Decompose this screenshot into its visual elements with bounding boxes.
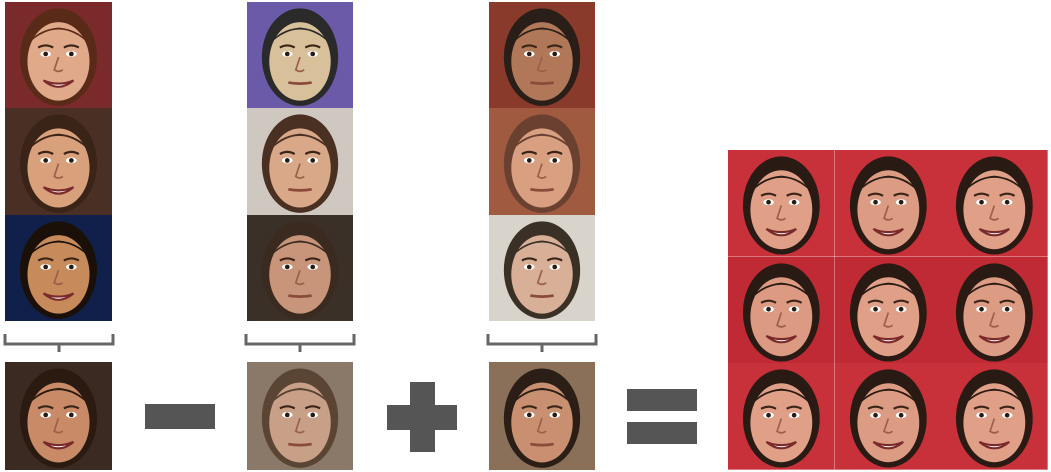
result-face-3 — [941, 150, 1048, 257]
result-face-1 — [728, 150, 835, 257]
face-neutral-woman-1 — [247, 2, 353, 108]
bracket-group-2 — [244, 334, 356, 352]
result-face-2 — [834, 150, 942, 257]
result-grid — [728, 150, 1048, 470]
result-face-6 — [941, 256, 1048, 364]
bracket-group-3 — [486, 334, 598, 352]
face-neutral-woman-mean — [247, 362, 353, 470]
result-face-9 — [941, 363, 1048, 470]
result-face-4 — [728, 256, 835, 364]
face-smiling-woman-2 — [5, 108, 112, 215]
equals-operator-top — [627, 389, 697, 411]
face-neutral-woman-2 — [247, 108, 353, 215]
face-neutral-man-mean — [489, 362, 595, 470]
face-smiling-woman-1 — [5, 2, 112, 108]
result-face-7 — [728, 363, 835, 470]
equals-operator-bottom — [627, 422, 697, 444]
result-face-5 — [834, 256, 942, 364]
minus-operator — [145, 404, 215, 429]
result-face-8 — [834, 363, 942, 470]
face-neutral-man-3 — [489, 215, 595, 321]
face-smiling-woman-3 — [5, 215, 112, 321]
plus-operator-vertical — [410, 382, 435, 452]
bracket-group-1 — [3, 334, 115, 352]
face-neutral-man-2 — [489, 108, 595, 215]
face-neutral-man-1 — [489, 2, 595, 108]
face-neutral-woman-3 — [247, 215, 353, 321]
face-smiling-woman-mean — [5, 362, 112, 470]
